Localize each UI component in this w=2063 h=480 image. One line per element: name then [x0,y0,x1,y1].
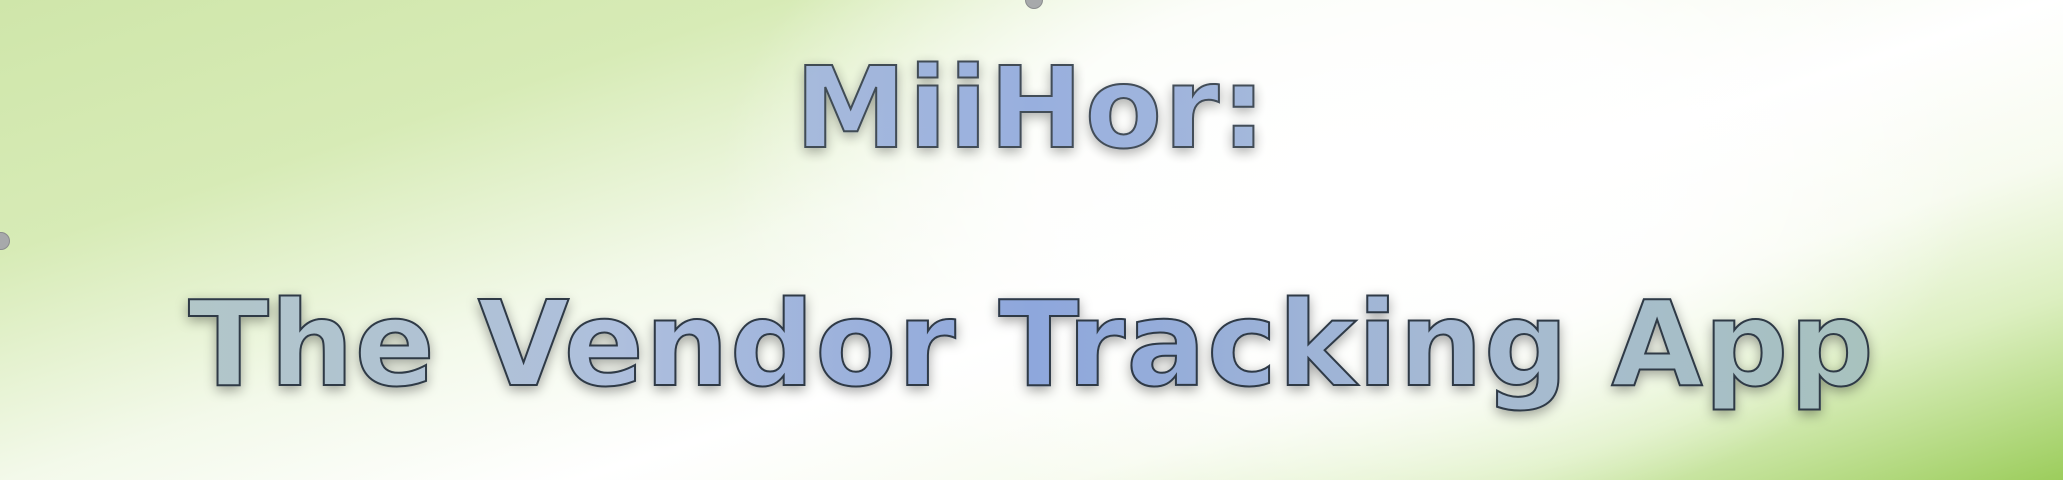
resize-handle-icon[interactable] [1025,0,1043,9]
slide-title-line1: MiiHor: [0,43,2063,175]
resize-handle-icon[interactable] [0,232,10,250]
slide-title-line2: The Vendor Tracking App [0,274,2063,414]
